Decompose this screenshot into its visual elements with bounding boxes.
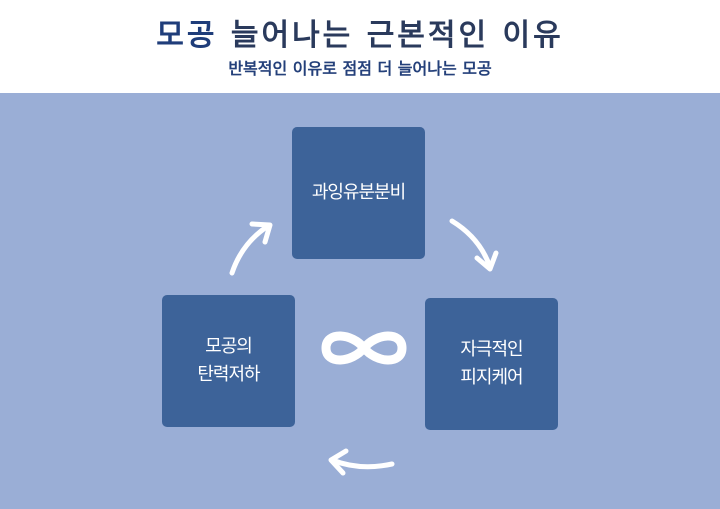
node-harsh-sebum-care: 자극적인 피지케어 [425, 298, 558, 430]
page-title: 모공 늘어나는 근본적인 이유 [0, 10, 720, 54]
node-label: 과잉유분분비 [311, 182, 406, 203]
arrow-right-to-left [328, 448, 395, 476]
arrow-left-to-top [229, 221, 273, 276]
infinity-icon [321, 331, 407, 365]
diagram-arrows [229, 218, 499, 476]
cycle-diagram: 과잉유분분비 모공의 탄력저하 자극적인 피지케어 [0, 93, 720, 509]
node-pore-elasticity: 모공의 탄력저하 [162, 295, 295, 427]
node-excess-sebum: 과잉유분분비 [292, 127, 425, 259]
arrow-top-to-right [449, 218, 499, 272]
header: 모공 늘어나는 근본적인 이유 반복적인 이유로 점점 더 늘어나는 모공 [0, 0, 720, 93]
node-label: 모공의 탄력저하 [197, 336, 260, 385]
page-subtitle: 반복적인 이유로 점점 더 늘어나는 모공 [228, 59, 492, 78]
title-accent: 모공 [156, 18, 218, 53]
node-label: 자극적인 피지케어 [460, 339, 523, 388]
title-rest: 늘어나는 근본적인 이유 [217, 18, 564, 53]
